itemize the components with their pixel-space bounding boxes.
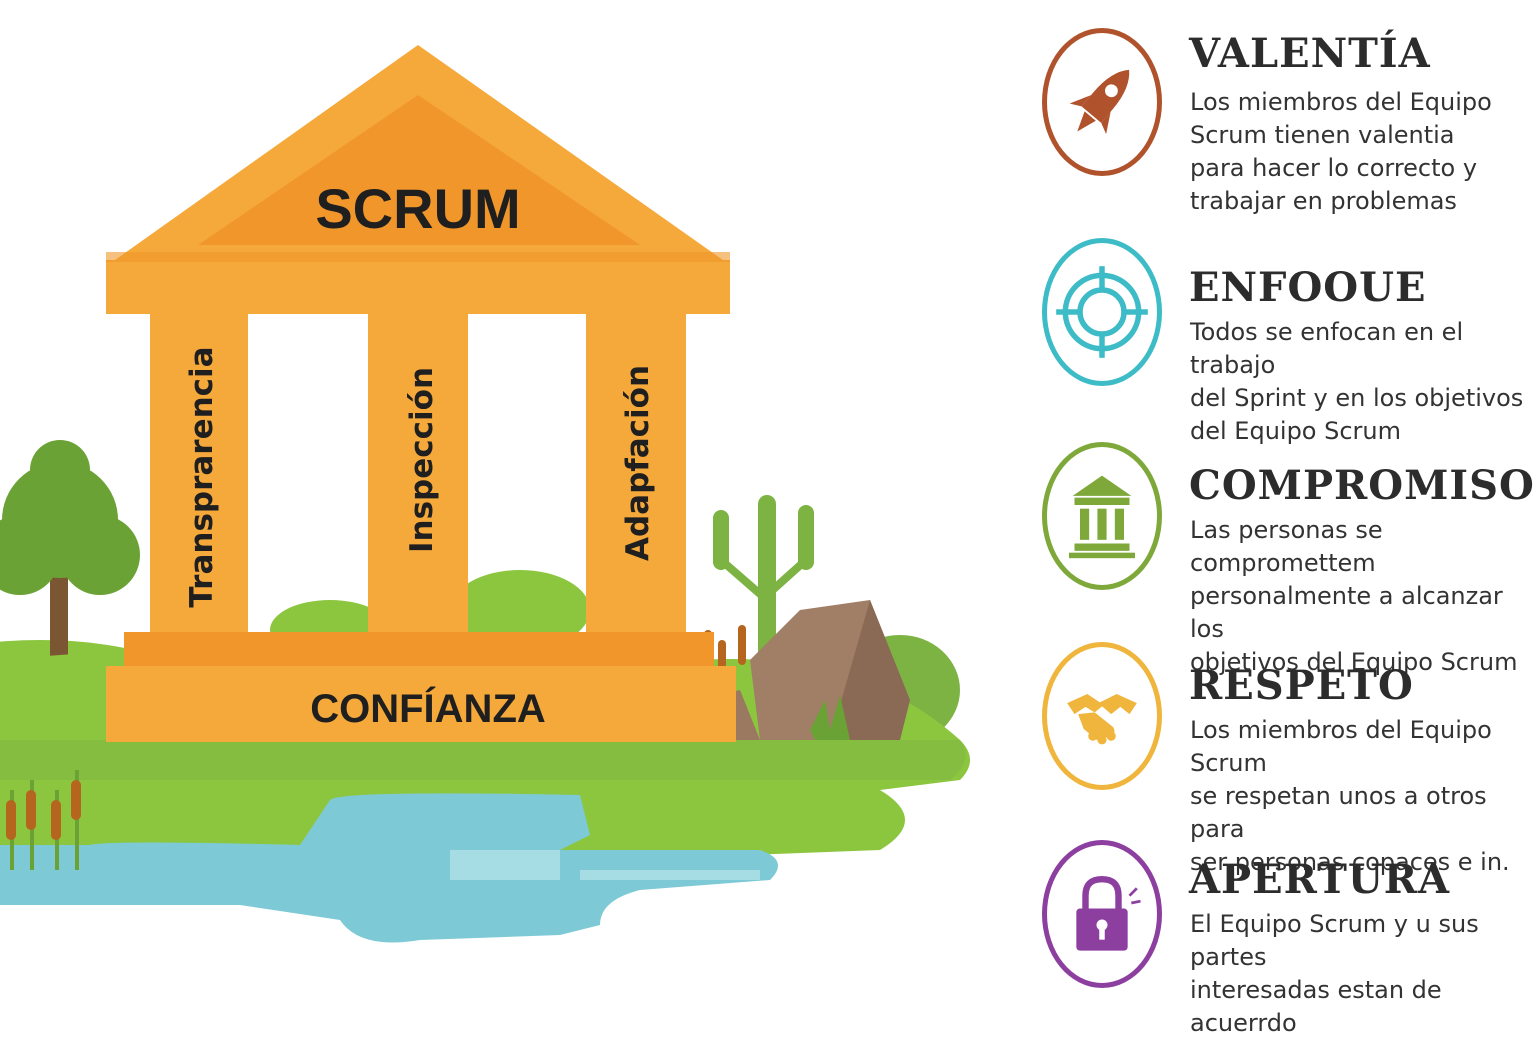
value-item-focus: ENFOOUE Todos se enfocan en el trabajo d… bbox=[1036, 238, 1536, 445]
padlock-icon bbox=[1076, 875, 1141, 951]
value-title-courage: VALENTÍA bbox=[1189, 30, 1431, 77]
water-pond bbox=[0, 793, 778, 943]
cactus bbox=[713, 495, 814, 675]
value-title-commitment: COMPROMISO bbox=[1189, 462, 1535, 509]
temple-base-label: CONFÍANZA bbox=[310, 686, 546, 731]
value-item-respect: RESPETO Los miembros del Equipo Scrum se… bbox=[1036, 642, 1536, 876]
value-desc-focus: Todos se enfocan en el trabajo del Sprin… bbox=[1190, 318, 1524, 445]
value-item-openness: APERTURA El Equipo Scrum y u sus partes … bbox=[1036, 840, 1536, 1037]
value-desc-courage: Los miembros del Equipo Scrum tienen val… bbox=[1190, 88, 1492, 215]
value-desc-openness: El Equipo Scrum y u sus partes interesad… bbox=[1190, 910, 1479, 1037]
value-item-commitment: COMPROMISO Las personas se compromettem … bbox=[1036, 442, 1536, 676]
scrum-temple bbox=[106, 45, 736, 742]
value-circle-openness bbox=[1042, 840, 1162, 988]
pillar-transparency bbox=[150, 314, 248, 634]
pillar-label-inspection: Inspección bbox=[404, 367, 440, 553]
value-circle-commitment bbox=[1042, 442, 1162, 590]
value-desc-respect: Los miembros del Equipo Scrum se respeta… bbox=[1190, 716, 1510, 876]
target-icon bbox=[1056, 266, 1148, 358]
value-title-focus: ENFOOUE bbox=[1189, 264, 1427, 311]
temple-entablature bbox=[106, 260, 730, 314]
temple-title: SCRUM bbox=[315, 177, 520, 240]
value-circle-focus bbox=[1042, 238, 1162, 386]
value-circle-courage bbox=[1042, 28, 1162, 176]
building-icon bbox=[1069, 475, 1135, 559]
cattails bbox=[6, 625, 746, 870]
value-title-openness: APERTURA bbox=[1189, 856, 1451, 903]
tree-left bbox=[0, 440, 140, 680]
pillar-label-adaptation: Adapfación bbox=[620, 365, 656, 561]
temple-step bbox=[124, 632, 714, 668]
value-title-respect: RESPETO bbox=[1189, 662, 1414, 709]
handshake-icon bbox=[1067, 694, 1137, 745]
value-item-courage: VALENTÍA Los miembros del Equipo Scrum t… bbox=[1036, 28, 1536, 215]
value-desc-commitment: Las personas se compromettem personalmen… bbox=[1190, 516, 1518, 676]
pillar-label-transparency: Transprarencia bbox=[184, 346, 220, 607]
pillar-inspection bbox=[368, 314, 468, 634]
rocket-icon bbox=[1069, 69, 1130, 135]
value-circle-respect bbox=[1042, 642, 1162, 790]
temple-base bbox=[106, 666, 736, 742]
pillar-adaptation bbox=[586, 314, 686, 634]
